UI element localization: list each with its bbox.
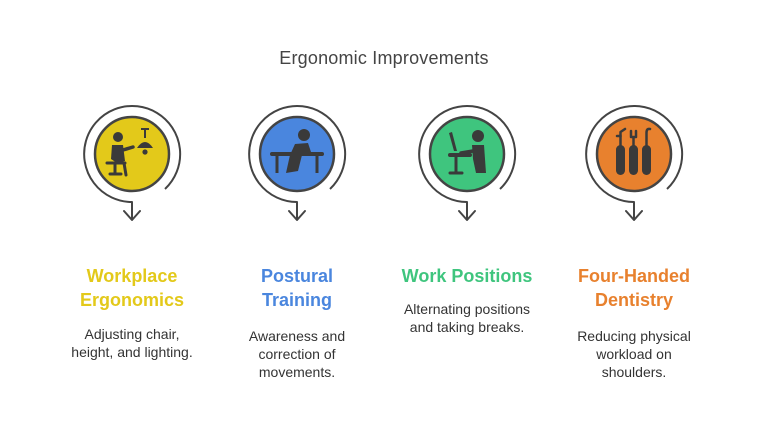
step-description: Reducing physical workload on shoulders. — [544, 327, 724, 381]
step-title-line: Postural — [260, 266, 334, 286]
step-description-line: movements. — [258, 364, 336, 380]
step-description: Alternating positions and taking breaks. — [377, 300, 557, 336]
step-description-line: Awareness and — [248, 328, 346, 344]
step-circle — [93, 115, 171, 193]
worker-lamp-icon — [105, 128, 153, 177]
step-description-line: Alternating positions — [403, 301, 531, 317]
step-title-line: Workplace — [86, 266, 178, 286]
step-title-line: Dentistry — [594, 290, 674, 310]
step-title-line: Training — [261, 290, 332, 310]
step-title: Postural Training — [207, 264, 387, 312]
step-description-line: Adjusting chair, — [84, 326, 180, 342]
step-description-line: Reducing physical — [577, 328, 691, 344]
step-description-line: shoulders. — [601, 364, 667, 380]
step-description-line: height, and lighting. — [71, 344, 193, 360]
step-graphic — [248, 105, 347, 221]
step-description: Awareness and correction of movements. — [207, 327, 387, 381]
step-title-line: Ergonomics — [79, 290, 185, 310]
step-description-line: workload on — [596, 346, 672, 362]
step-title: Workplace Ergonomics — [42, 264, 222, 312]
dental-tools-icon — [615, 127, 652, 175]
page-title: Ergonomic Improvements — [279, 48, 489, 68]
step-graphic — [418, 105, 517, 221]
step-description-line: correction of — [258, 346, 336, 362]
step-description: Adjusting chair, height, and lighting. — [42, 325, 222, 361]
step-description-line: and taking breaks. — [409, 319, 525, 335]
step-title: Four-Handed Dentistry — [544, 264, 724, 312]
step-graphic — [83, 105, 182, 221]
step-title-line: Work Positions — [401, 266, 533, 286]
step-title-line: Four-Handed — [578, 266, 690, 286]
standing-desk-icon — [448, 130, 486, 175]
person-at-desk-icon — [270, 129, 324, 173]
step-title: Work Positions — [377, 264, 557, 288]
step-graphic — [585, 105, 684, 221]
